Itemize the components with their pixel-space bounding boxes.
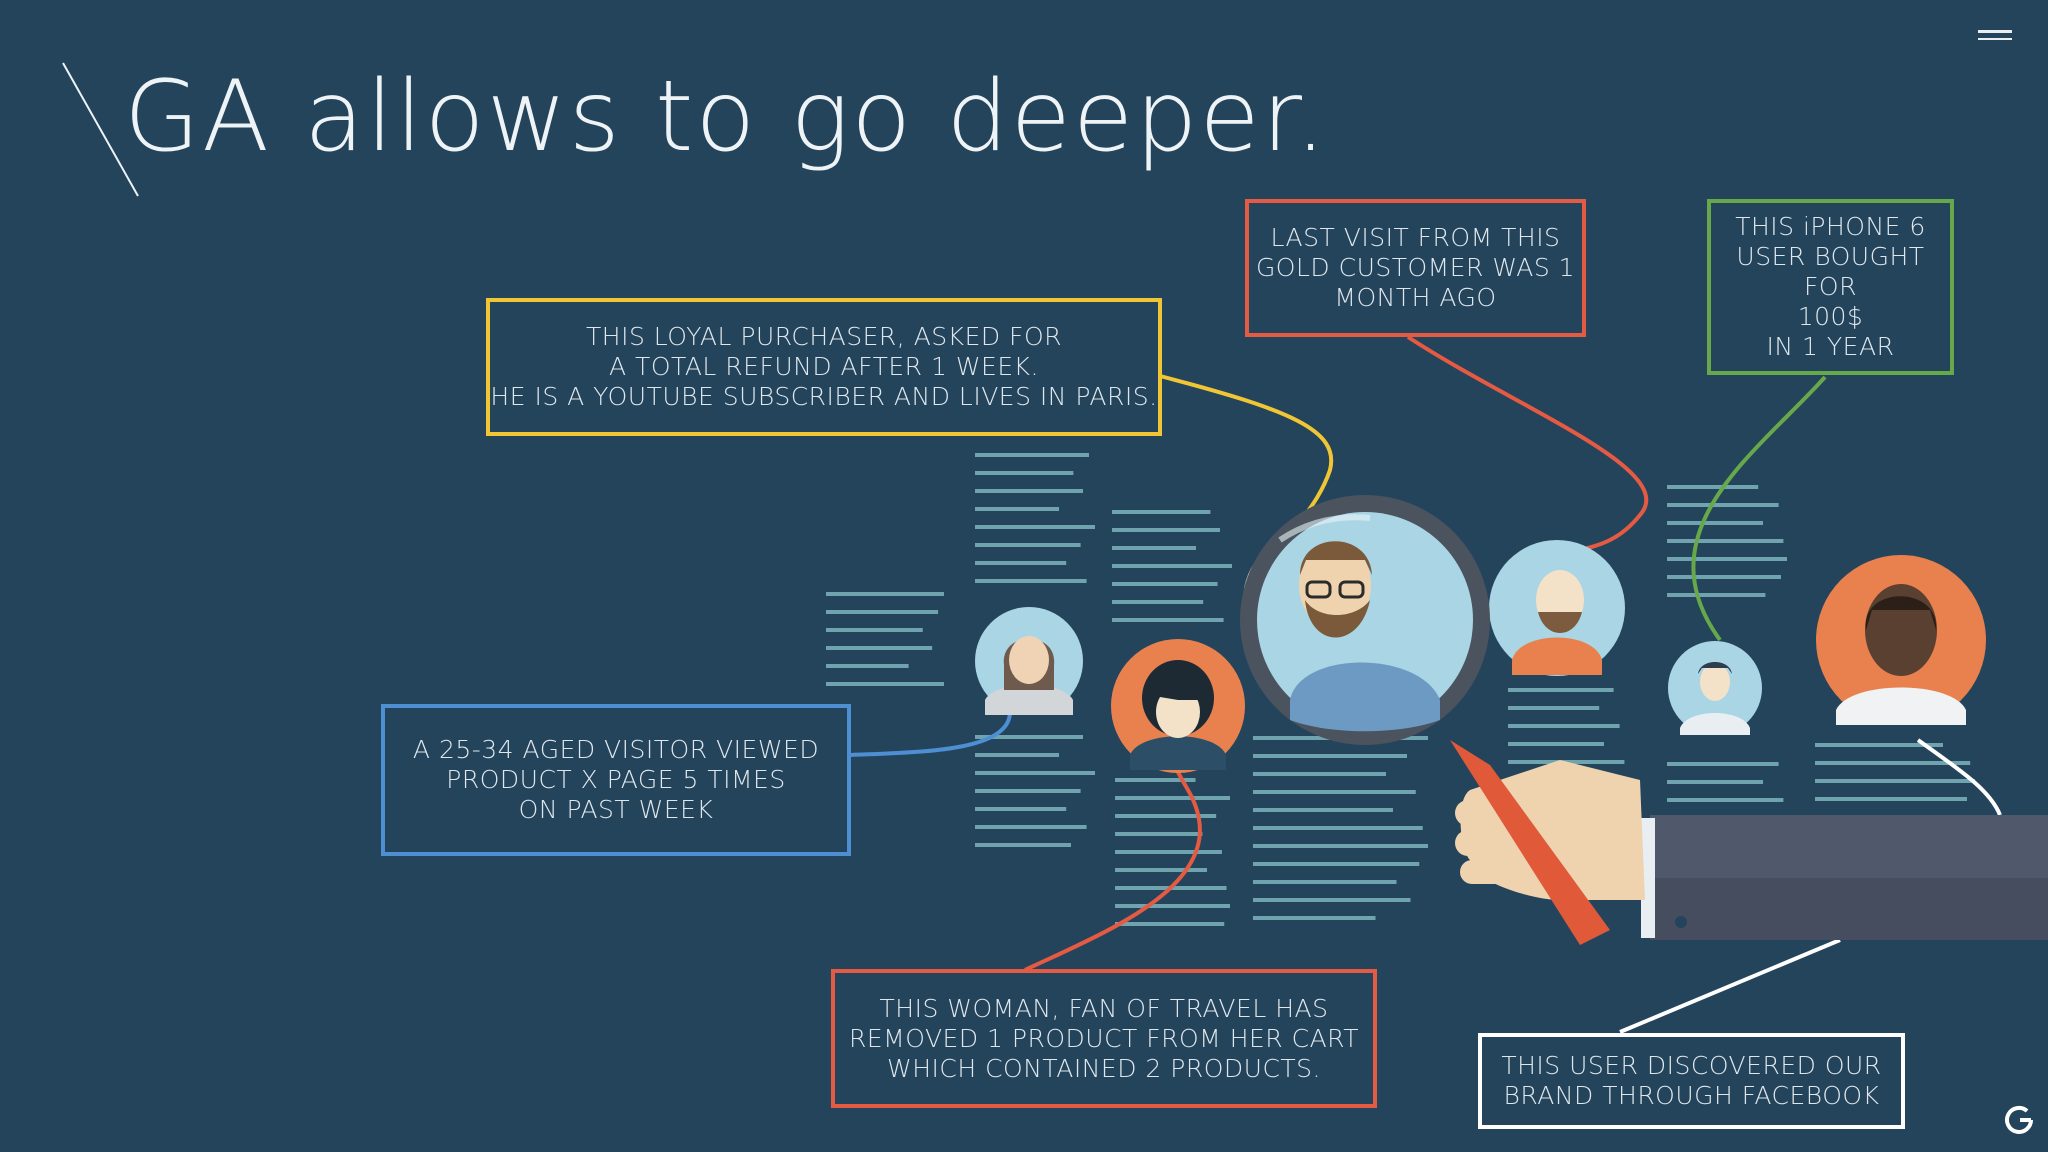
callout-iphone: THIS iPHONE 6 USER BOUGHT FOR 100$ IN 1 … [1707, 199, 1954, 375]
callout-visitor-line-3: ON PAST WEEK [518, 795, 714, 824]
hand-illustration [1450, 740, 2048, 945]
callout-iphone-line-1: THIS iPHONE 6 [1735, 212, 1926, 241]
avatar-woman-orange [1111, 639, 1245, 773]
callout-loyal-line-2: A TOTAL REFUND AFTER 1 WEEK. [609, 352, 1039, 381]
callout-iphone-line-2: USER BOUGHT FOR [1736, 242, 1925, 301]
callout-loyal-line-1: THIS LOYAL PURCHASER, ASKED FOR [586, 322, 1062, 351]
connector-iphone [1691, 375, 1827, 642]
callout-last-visit-line-1: LAST VISIT FROM THIS [1270, 223, 1561, 252]
callout-woman: THIS WOMAN, FAN OF TRAVEL HAS REMOVED 1 … [831, 969, 1377, 1108]
connector-last-visit [1406, 335, 1649, 552]
avatar-dark-man [1816, 555, 1986, 725]
connector-loyal [1159, 374, 1334, 531]
callout-loyal-purchaser: THIS LOYAL PURCHASER, ASKED FOR A TOTAL … [486, 298, 1162, 436]
callout-facebook-line-1: THIS USER DISCOVERED OUR [1501, 1051, 1882, 1080]
callout-iphone-line-3: 100$ [1797, 302, 1864, 331]
callout-last-visit-line-2: GOLD CUSTOMER WAS 1 [1255, 253, 1576, 282]
magnifier-glass [1240, 495, 1490, 745]
callout-visitor-line-1: A 25-34 AGED VISITOR VIEWED [412, 735, 820, 764]
callout-last-visit: LAST VISIT FROM THIS GOLD CUSTOMER WAS 1… [1245, 199, 1586, 337]
callout-loyal-line-3: HE IS A YOUTUBE SUBSCRIBER AND LIVES IN … [490, 382, 1158, 411]
callout-last-visit-line-3: MONTH AGO [1334, 283, 1497, 312]
title-slash [62, 62, 139, 197]
connector-man-right [1916, 738, 2002, 816]
connector-facebook [1619, 938, 1841, 1034]
callout-woman-line-2: REMOVED 1 PRODUCT FROM HER CART [848, 1023, 1359, 1053]
callout-woman-line-1: THIS WOMAN, FAN OF TRAVEL HAS [879, 993, 1329, 1023]
callout-iphone-line-4: IN 1 YEAR [1766, 332, 1895, 361]
google-g-icon [2005, 1105, 2033, 1134]
callout-visitor-line-2: PRODUCT X PAGE 5 TIMES [446, 765, 786, 794]
page-title: GA allows to go deeper. [124, 60, 1329, 174]
callout-facebook: THIS USER DISCOVERED OUR BRAND THROUGH F… [1478, 1033, 1905, 1129]
callout-visitor: A 25-34 AGED VISITOR VIEWED PRODUCT X PA… [381, 704, 851, 856]
menu-icon[interactable] [1978, 30, 2012, 50]
callout-facebook-line-2: BRAND THROUGH FACEBOOK [1503, 1081, 1880, 1110]
avatar-young-woman [975, 607, 1083, 715]
connector-visitor [850, 711, 1012, 757]
avatar-small-man [1668, 641, 1762, 735]
callout-woman-line-3: WHICH CONTAINED 2 PRODUCTS. [887, 1053, 1321, 1083]
avatar-bald-man [1489, 540, 1625, 676]
